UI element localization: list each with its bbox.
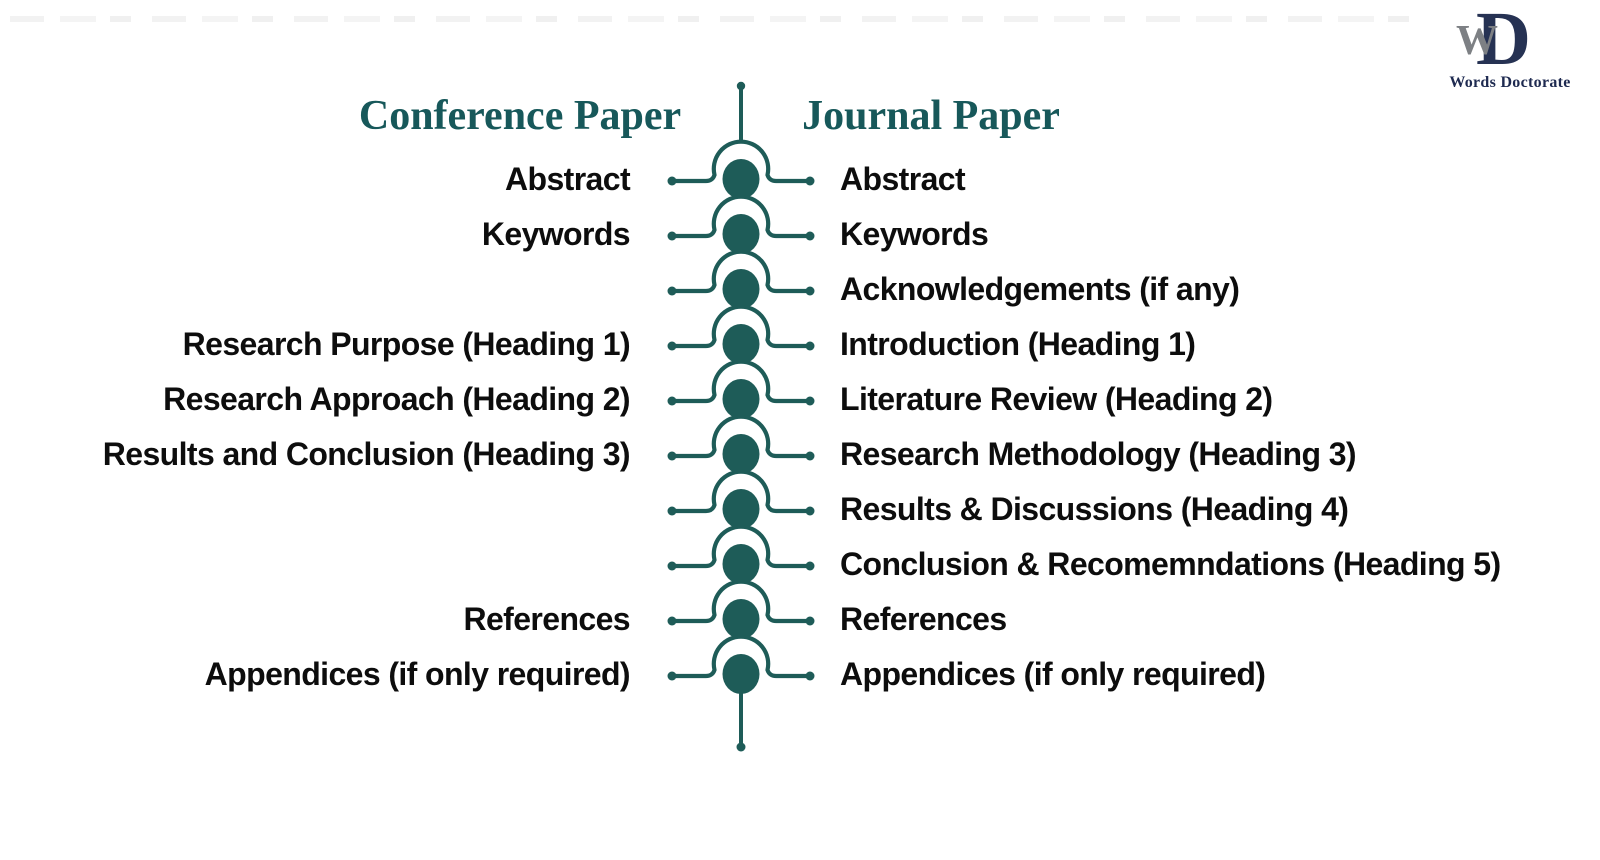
row-label-right: Keywords	[840, 216, 989, 252]
connector-end-dot-left	[667, 341, 677, 351]
row-label-right: Results & Discussions (Heading 4)	[840, 491, 1349, 527]
node-circle	[722, 269, 760, 309]
node-circle	[722, 214, 760, 254]
connector-end-dot-right	[805, 341, 815, 351]
row-label-right: References	[840, 601, 1007, 637]
words-doctorate-logo: D W Words Doctorate	[1430, 1, 1590, 98]
connector-end-dot-right	[805, 286, 815, 296]
spine-top-dot	[736, 81, 746, 91]
connector-end-dot-left	[667, 561, 677, 571]
connector-end-dot-left	[667, 616, 677, 626]
connector-end-dot-left	[667, 451, 677, 461]
row-label-right: Acknowledgements (if any)	[840, 271, 1240, 307]
connector-end-dot-right	[805, 396, 815, 406]
row-label-right: Appendices (if only required)	[840, 656, 1266, 692]
row-label-right: Research Methodology (Heading 3)	[840, 436, 1357, 472]
row-label-left: Appendices (if only required)	[204, 656, 631, 692]
node-circle	[722, 324, 760, 364]
row-label-left: Research Approach (Heading 2)	[163, 381, 630, 417]
row-label-right: Literature Review (Heading 2)	[840, 381, 1273, 417]
node-circle	[722, 434, 760, 474]
connector-end-dot-left	[667, 506, 677, 516]
conference-paper-heading: Conference Paper	[358, 93, 682, 139]
journal-paper-heading: Journal Paper	[802, 93, 1060, 139]
connector-end-dot-right	[805, 561, 815, 571]
connector-end-dot-right	[805, 231, 815, 241]
row-label-left: Research Purpose (Heading 1)	[182, 326, 631, 362]
wd-monogram-icon: D W	[1430, 1, 1590, 77]
connector-end-dot-right	[805, 671, 815, 681]
row-label-left: Abstract	[504, 161, 631, 197]
row-label-left: Results and Conclusion (Heading 3)	[102, 436, 631, 472]
monogram-letter-d: D	[1476, 0, 1531, 81]
logo-caption: Words Doctorate	[1449, 74, 1571, 91]
node-circle	[722, 544, 760, 584]
connector-end-dot-left	[667, 396, 677, 406]
row-label-left: Keywords	[481, 216, 631, 252]
connector-end-dot-left	[667, 231, 677, 241]
row-label-left: References	[463, 601, 630, 637]
node-circle	[722, 379, 760, 419]
monogram-letter-w: W	[1456, 18, 1498, 64]
connector-end-dot-left	[667, 286, 677, 296]
connector-end-dot-right	[805, 616, 815, 626]
spine-bottom-dot	[736, 742, 746, 752]
connector-end-dot-right	[805, 451, 815, 461]
connector-end-dot-right	[805, 506, 815, 516]
row-label-right: Introduction (Heading 1)	[840, 326, 1196, 362]
connector-end-dot-right	[805, 176, 815, 186]
row-label-right: Conclusion & Recomemndations (Heading 5)	[840, 546, 1501, 582]
node-circle	[722, 159, 760, 199]
row-label-right: Abstract	[840, 161, 966, 197]
node-circle	[722, 654, 760, 694]
connector-end-dot-left	[667, 176, 677, 186]
node-circle	[722, 599, 760, 639]
top-edge-artifact	[10, 16, 1430, 22]
node-circle	[722, 489, 760, 529]
connector-end-dot-left	[667, 671, 677, 681]
